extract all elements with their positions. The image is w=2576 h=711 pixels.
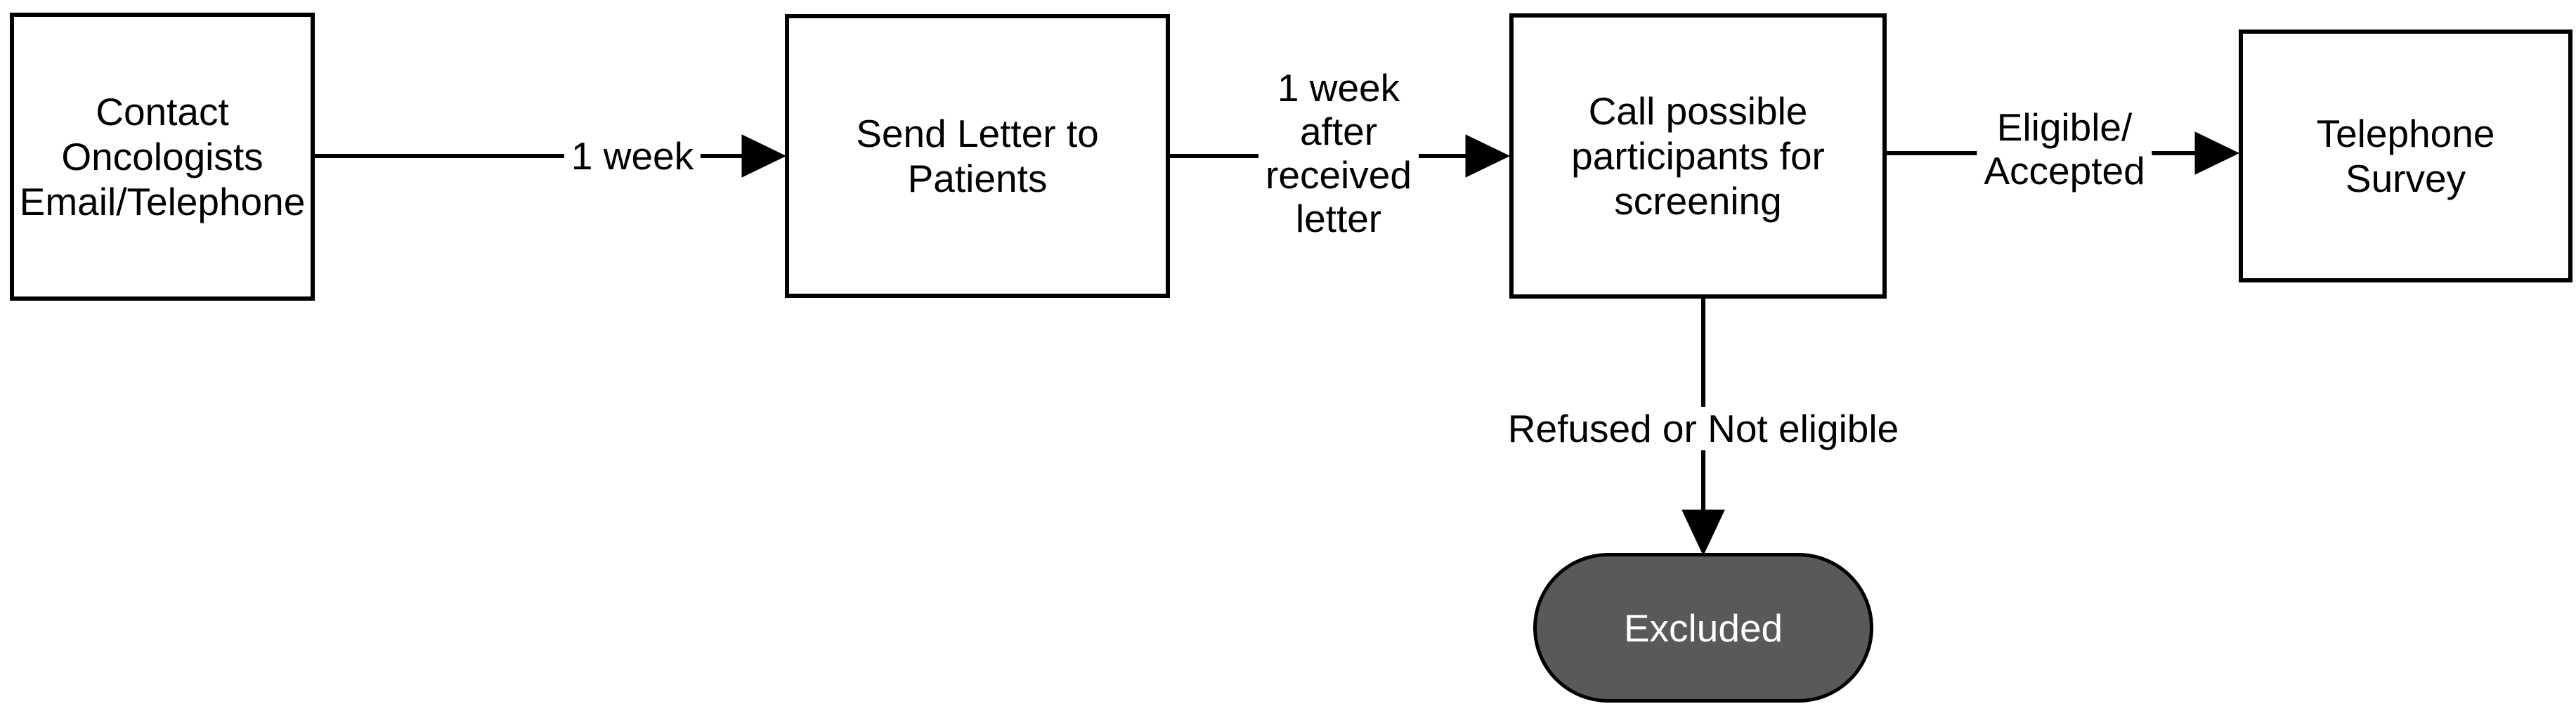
edge-label-eligible-accepted: Eligible/ Accepted [1977, 105, 2152, 193]
edge-contact-to-send-letter [315, 134, 787, 178]
node-contact-oncologists: Contact Oncologists Email/Telephone [10, 13, 315, 301]
node-send-letter-label: Send Letter to Patients [856, 112, 1099, 200]
node-call-participants-label: Call possible participants for screening [1571, 89, 1825, 223]
edge-label-refused-or-not-eligible: Refused or Not eligible [1500, 407, 1906, 450]
node-send-letter: Send Letter to Patients [785, 14, 1170, 298]
node-excluded-label: Excluded [1623, 606, 1783, 650]
node-call-participants: Call possible participants for screening [1509, 13, 1887, 299]
node-contact-oncologists-label: Contact Oncologists Email/Telephone [19, 90, 306, 223]
edge-call-to-excluded [1681, 299, 1725, 556]
edge-label-1-week: 1 week [564, 134, 701, 178]
node-excluded: Excluded [1533, 553, 1873, 703]
edge-label-1-week-after-received-letter: 1 week after received letter [1258, 66, 1419, 240]
node-telephone-survey: Telephone Survey [2239, 30, 2572, 282]
node-telephone-survey-label: Telephone Survey [2316, 112, 2495, 200]
